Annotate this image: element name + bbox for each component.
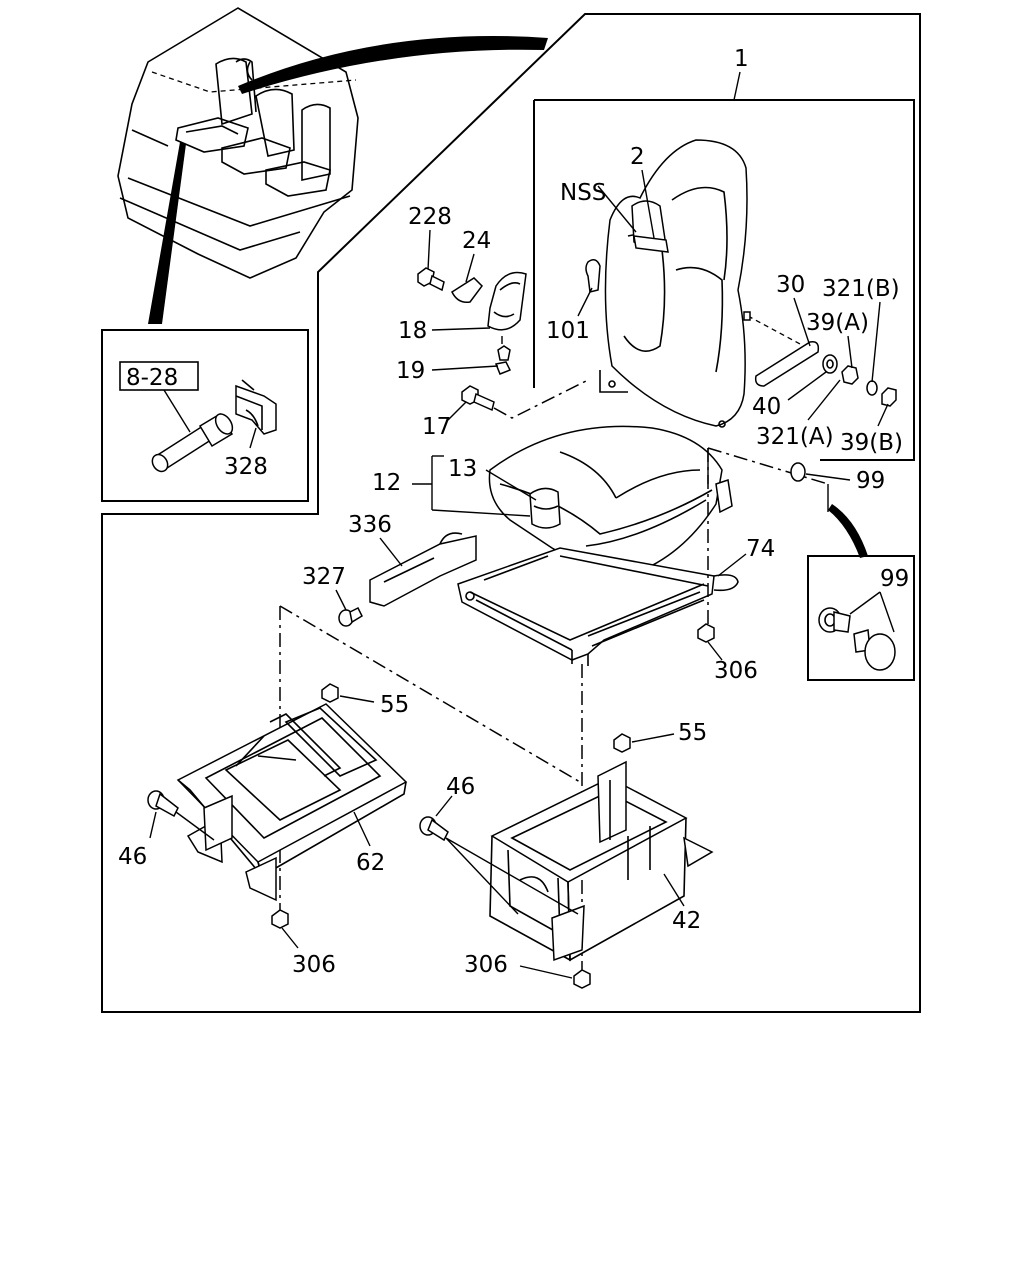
inset-box-left xyxy=(101,329,309,502)
label-306-right: 306 xyxy=(464,952,508,978)
seat-cushion xyxy=(488,425,733,578)
label-306-left: 306 xyxy=(292,952,336,978)
label-321b: 321(B) xyxy=(822,276,900,302)
washer-99 xyxy=(790,462,806,482)
nut-55-left xyxy=(321,683,339,703)
bolt-17 xyxy=(461,385,495,412)
armrest-30 xyxy=(743,311,820,387)
hook-101 xyxy=(585,259,601,293)
label-306-top: 306 xyxy=(714,658,758,684)
callout-arrow-left xyxy=(148,142,186,324)
cab-thumbnail xyxy=(117,7,359,279)
washer-40 xyxy=(822,354,838,374)
button-99a xyxy=(818,607,851,633)
label-328: 328 xyxy=(224,454,268,480)
label-39a: 39(A) xyxy=(806,310,869,336)
cover-24 xyxy=(451,277,483,304)
washer-321b xyxy=(866,380,878,396)
base-frame-62 xyxy=(176,703,408,902)
label-99: 99 xyxy=(856,468,885,494)
bolt-228 xyxy=(417,267,445,292)
label-39b: 39(B) xyxy=(840,430,903,456)
label-19: 19 xyxy=(396,358,425,384)
label-46-left: 46 xyxy=(118,844,147,870)
cushion-strap-13 xyxy=(529,487,561,529)
label-74: 74 xyxy=(746,536,775,562)
label-2: 2 xyxy=(630,144,645,170)
nut-306-top xyxy=(697,623,715,643)
screw-19 xyxy=(494,345,512,375)
bolt-46-left xyxy=(147,790,179,818)
nut-39a xyxy=(841,365,859,385)
label-99-inset: 99 xyxy=(880,566,909,592)
label-55-right: 55 xyxy=(678,720,707,746)
label-18: 18 xyxy=(398,318,427,344)
label-336: 336 xyxy=(348,512,392,538)
nut-55-right xyxy=(613,733,631,753)
label-62: 62 xyxy=(356,850,385,876)
ref-box xyxy=(119,361,199,391)
label-40: 40 xyxy=(752,394,781,420)
main-frame xyxy=(101,13,921,1013)
label-42: 42 xyxy=(672,908,701,934)
seat-back xyxy=(599,139,748,428)
cylinder-part xyxy=(151,412,234,473)
callout-arrow-99 xyxy=(828,504,868,558)
label-321a: 321(A) xyxy=(756,424,834,450)
label-12: 12 xyxy=(372,470,401,496)
label-24: 24 xyxy=(462,228,491,254)
ref-label: 8-28 xyxy=(126,365,178,391)
screw-327 xyxy=(338,606,363,627)
nut-306-left xyxy=(271,909,289,929)
label-17: 17 xyxy=(422,414,451,440)
slide-rail-74 xyxy=(457,547,739,666)
label-55-left: 55 xyxy=(380,692,409,718)
seat-box xyxy=(533,99,915,461)
clip-part-328 xyxy=(235,379,277,435)
label-228: 228 xyxy=(408,204,452,230)
nss-strap xyxy=(631,200,669,253)
label-46-right: 46 xyxy=(446,774,475,800)
inset-box-right xyxy=(807,555,915,681)
base-frame-42 xyxy=(489,760,714,962)
button-99b xyxy=(853,629,896,671)
nut-39b xyxy=(881,387,897,407)
label-nss: NSS xyxy=(560,180,606,206)
label-1: 1 xyxy=(734,46,749,72)
nut-306-right xyxy=(573,969,591,989)
label-30: 30 xyxy=(776,272,805,298)
label-327: 327 xyxy=(302,564,346,590)
bracket-336 xyxy=(369,532,477,607)
bolt-46-right xyxy=(419,816,449,842)
callout-arrow-top xyxy=(238,36,548,94)
label-101: 101 xyxy=(546,318,590,344)
label-13: 13 xyxy=(448,456,477,482)
bracket-18 xyxy=(487,271,527,331)
